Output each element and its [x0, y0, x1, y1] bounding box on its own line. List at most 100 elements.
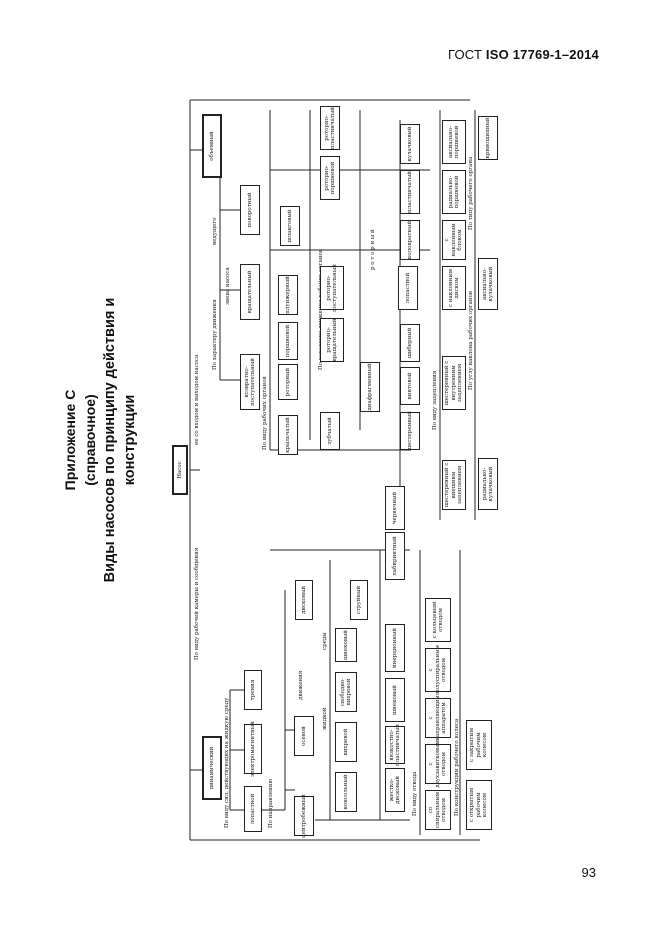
centrifugal-pump-box: центробежный [294, 794, 314, 838]
jet-pump-box: струйный [350, 580, 368, 620]
vortex-pump-label: вихревой [342, 728, 349, 756]
appendix-label: Приложение С [62, 389, 78, 491]
rotor-type-label: По виду рабочих органов [262, 376, 268, 450]
hose-pump-box: шланговый [280, 206, 300, 246]
motion-branch-label: По характеру движения [212, 299, 218, 370]
lobe-rotor-label: коловратный [406, 220, 413, 260]
axial-cam-box: аксиально-кулачковый [478, 258, 498, 310]
diaphragm-type-label: диафрагменный [366, 363, 373, 411]
element-type-label: По типу рабочего органа [468, 156, 474, 230]
labyrinth-pump-label: лабиринтный [391, 536, 398, 576]
dynamic-pump-label: динамический [208, 746, 215, 790]
force-branch-label: По виду сил, действующих на жидкую среду [224, 697, 230, 828]
appendix-title: Приложение С (справочное) Виды насосов п… [60, 270, 140, 610]
classification-label-left: По виду рабочей камеры и сообщения [194, 547, 200, 660]
spiral-outlet-box: со спиральным отводом [425, 790, 451, 830]
hose-pump-label: шланговый [286, 209, 293, 243]
disc-pump-label: дисковый [300, 585, 307, 615]
radial-cam-label: радиально-кулачковый [481, 466, 495, 502]
double-volute-box: с двухзавитковым отводом [425, 740, 451, 788]
worm-pump-box: червячный [385, 486, 405, 530]
auger-pump-label: шнековый [342, 630, 349, 660]
tilted-disc-box: с наклонным диском [442, 266, 466, 310]
rotating-pump-label: поворотный [246, 192, 253, 228]
impeller-type-label: крыльчатый [284, 417, 291, 453]
reciprocating-pump-label: возвратно-поступательный [243, 358, 257, 406]
radial-piston-label: радиально-поршневой [447, 175, 461, 209]
console-pump-label: консольный [342, 774, 349, 810]
appendix-heading: Виды насосов по принципу действия и конс… [102, 297, 138, 583]
worm-pump-label: червячный [391, 491, 398, 525]
diaphragm-type-box: диафрагменный [360, 362, 380, 412]
flow-label-1: движения [298, 670, 304, 700]
plate-rotor-box: пластинчатый [400, 170, 420, 214]
vane-pump-label: лопастной [249, 793, 256, 825]
labyrinth-pump-box: лабиринтный [385, 532, 405, 580]
rotary-type-box: роторный [278, 364, 298, 400]
vane-pump-box: лопастной [244, 786, 262, 832]
closed-impeller-box: с закрытым рабочим колесом [466, 720, 492, 770]
crank-box: кривошипный [478, 116, 498, 160]
volumetric-pump-label: объемный [208, 131, 215, 161]
cam-rotor-box: кулачковый [400, 124, 420, 164]
pump-classification-diagram: Насос По виду рабочей камеры и сообщения… [170, 90, 500, 850]
dynamic-pump-box: динамический [202, 736, 222, 800]
spiral-outlet-label: со спиральным отводом [428, 791, 448, 829]
axial-cam-label: аксиально-кулачковый [481, 266, 495, 302]
tilted-disc-label: с наклонным диском [447, 269, 461, 308]
semi-spiral-box: с полуспиральным отводом [425, 645, 451, 695]
ring-outlet-label: с кольцевым отводом [431, 601, 445, 639]
radial-piston-box: радиально-поршневой [442, 170, 466, 214]
rigid-disc-pump-box: жестко-дисковый [385, 768, 405, 812]
viscous-plate-pump-box: вязкостно-пластинчатый [385, 724, 405, 766]
semi-spiral-label: с полуспиральным отводом [428, 645, 448, 695]
open-impeller-label: с открытым рабочим колесом [469, 787, 489, 823]
axial-pump-box: осевой [294, 716, 314, 756]
rotary-vane-label: роторно-пластинчатый [323, 107, 337, 149]
vortex-pump-box: вихревой [335, 722, 357, 762]
external-gear-box: шестеренный с внешним зацеплением [442, 460, 466, 510]
page-number: 93 [581, 865, 596, 880]
connector-lines [189, 99, 480, 841]
rigid-disc-pump-label: жестко-дисковый [388, 775, 402, 805]
disc-pump-box: дисковый [295, 580, 313, 620]
screw-pump-label: шнековый [391, 685, 398, 715]
axial-piston-label: аксиально-поршневой [447, 125, 461, 159]
friction-pump-box: трения [244, 670, 262, 710]
diffuser-label: с направляющим аппаратом [428, 695, 448, 741]
double-volute-label: с двухзавитковым отводом [428, 740, 448, 788]
crank-label: кривошипный [484, 117, 491, 159]
piston-type-box: поршневой [278, 322, 298, 360]
screw-rotor-label: винтовой [406, 372, 413, 400]
rotary-section-label: р о т о р н ы й [370, 229, 376, 270]
rotary-rotational-label: роторно-вращательный [325, 318, 339, 362]
flow-label-3: среды [322, 632, 328, 650]
tilted-block-box: с наклонным блоком [442, 220, 466, 260]
gear-rotor-label: зубчатый [326, 417, 333, 445]
gost-label: ГОСТ [447, 47, 483, 62]
rotary-pump-box: вращательный [240, 264, 260, 320]
appendix-status: (справочное) [82, 394, 98, 486]
axial-piston-box: аксиально-поршневой [442, 120, 466, 164]
vane-rotor-box: лопастной [398, 266, 418, 310]
root-pump-box: Насос [172, 445, 188, 495]
auger-pump-box: шнековый [335, 628, 357, 662]
gear-rotor-box: зубчатый [320, 412, 340, 450]
electromagnetic-pump-label: электромагнитный [249, 721, 256, 777]
direction-label: По направлению [268, 778, 274, 828]
lobe-rotor-box: коловратный [400, 220, 420, 260]
rotary-translational-box: роторно-поступательный [320, 264, 344, 312]
free-vortex-pump-box: свободно-вихревой [335, 672, 357, 712]
mesh-label: По виду зацепления [432, 370, 438, 430]
classification-label-right: ее со входом и выходом насоса [194, 354, 200, 445]
rotary-pump-label: вращательный [246, 270, 253, 314]
free-vortex-pump-label: свободно-вихревой [339, 677, 353, 707]
reciprocating-pump-box: возвратно-поступательный [240, 354, 260, 410]
piston-type-label: поршневой [284, 324, 291, 358]
motion-branch-word2: звена насоса [225, 267, 231, 305]
screw-pump-box: шнековый [385, 678, 405, 722]
inertial-pump-label: инерционный [391, 628, 398, 668]
viscous-plate-pump-label: вязкостно-пластинчатый [388, 724, 402, 766]
internal-gear-box: шестеренный с внутренним зацеплением [442, 356, 466, 410]
rotary-vane-box: роторно-пластинчатый [320, 106, 340, 150]
